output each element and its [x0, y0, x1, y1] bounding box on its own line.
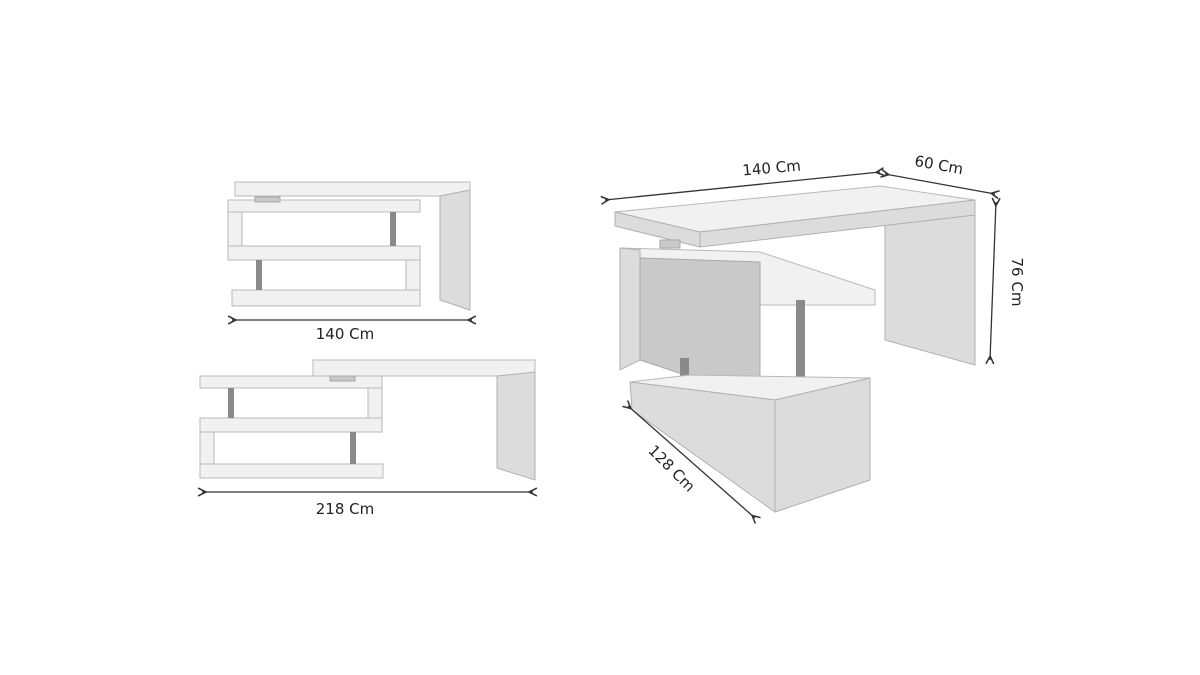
corner-length-label: 140 Cm — [742, 157, 802, 180]
corner-depth-label: 60 Cm — [913, 152, 964, 178]
desk-corner-view: 140 Cm 60 Cm 76 Cm 128 Cm — [605, 152, 1026, 518]
dimension-arrow — [628, 406, 755, 518]
desk-compact-view: 140 Cm — [227, 181, 472, 343]
dimension-arrow — [990, 202, 996, 360]
desk-extended-view: 218 Cm — [200, 359, 535, 518]
dimension-arrow — [885, 174, 995, 194]
extended-width-label: 218 Cm — [316, 500, 374, 518]
compact-width-label: 140 Cm — [316, 325, 374, 343]
corner-height-label: 76 Cm — [1008, 258, 1026, 307]
dimension-arrow — [605, 172, 880, 200]
